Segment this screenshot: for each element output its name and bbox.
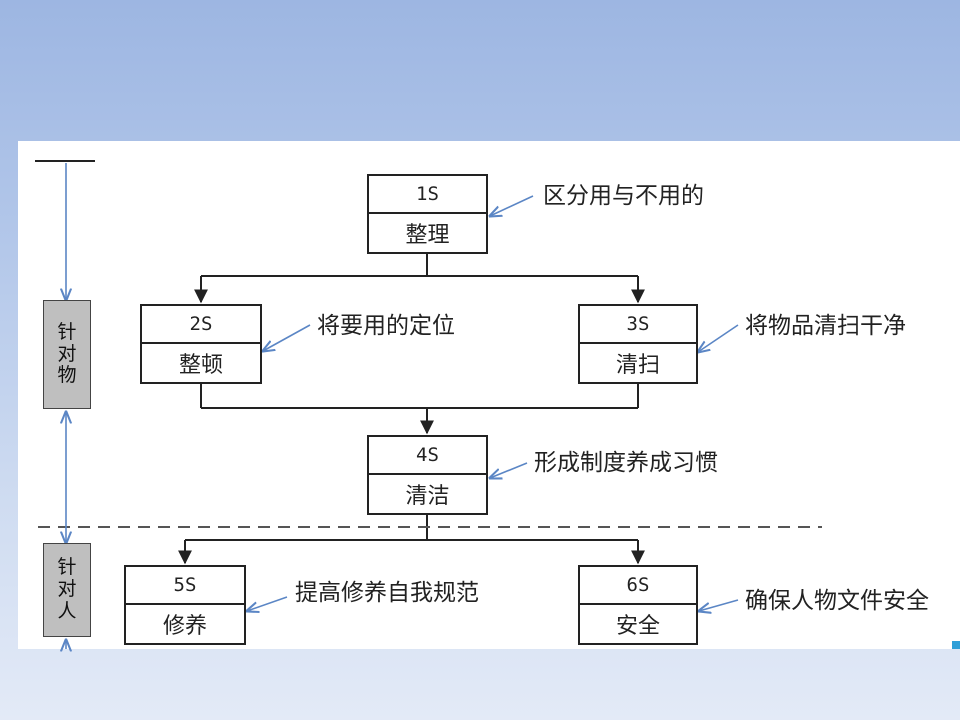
section-label-char: 对	[57, 578, 77, 601]
step-number: 4S	[369, 437, 486, 475]
step-note-1s: 区分用与不用的	[543, 183, 704, 209]
step-box-5s: 5S 修养	[124, 565, 246, 645]
step-note-5s: 提高修养自我规范	[295, 580, 479, 606]
step-note-3s: 将物品清扫干净	[745, 313, 906, 339]
step-number: 3S	[580, 306, 696, 344]
step-name: 整顿	[178, 353, 223, 378]
step-box-4s: 4S 清洁	[367, 435, 488, 515]
section-label-char: 对	[57, 342, 77, 365]
callout-arrow-2s	[263, 324, 311, 351]
step-number: 1S	[369, 176, 486, 214]
callout-arrow-5s	[247, 596, 288, 611]
section-label-char: 针	[57, 556, 77, 579]
step-box-2s: 2S 整顿	[140, 304, 262, 384]
step-name: 修养	[162, 614, 207, 639]
callout-arrow-6s	[699, 599, 739, 611]
section-label-char: 人	[57, 599, 77, 622]
step-number: 6S	[580, 567, 696, 605]
step-name: 清洁	[405, 484, 450, 509]
step-name: 清扫	[615, 353, 660, 378]
section-label-objects: 针 对 物	[43, 300, 91, 409]
callout-arrow-3s	[698, 324, 739, 352]
step-box-6s: 6S 安全	[578, 565, 698, 645]
step-number: 2S	[142, 306, 260, 344]
step-box-1s: 1S 整理	[367, 174, 488, 254]
callout-arrows	[247, 195, 739, 611]
section-label-char: 针	[57, 320, 77, 343]
step-note-4s: 形成制度养成习惯	[534, 450, 718, 476]
section-label-people: 针 对 人	[43, 543, 91, 637]
step-note-2s: 将要用的定位	[317, 313, 455, 339]
section-label-char: 物	[57, 364, 77, 387]
corner-accent	[952, 641, 960, 649]
step-name: 安全	[615, 614, 660, 639]
step-name: 整理	[405, 223, 450, 248]
step-number: 5S	[126, 567, 244, 605]
tree-connectors	[178, 254, 645, 565]
side-axis	[35, 160, 95, 649]
callout-arrow-1s	[490, 195, 534, 216]
callout-arrow-4s	[490, 462, 528, 478]
diagram-panel	[18, 141, 960, 649]
step-box-3s: 3S 清扫	[578, 304, 698, 384]
step-note-6s: 确保人物文件安全	[745, 588, 929, 614]
